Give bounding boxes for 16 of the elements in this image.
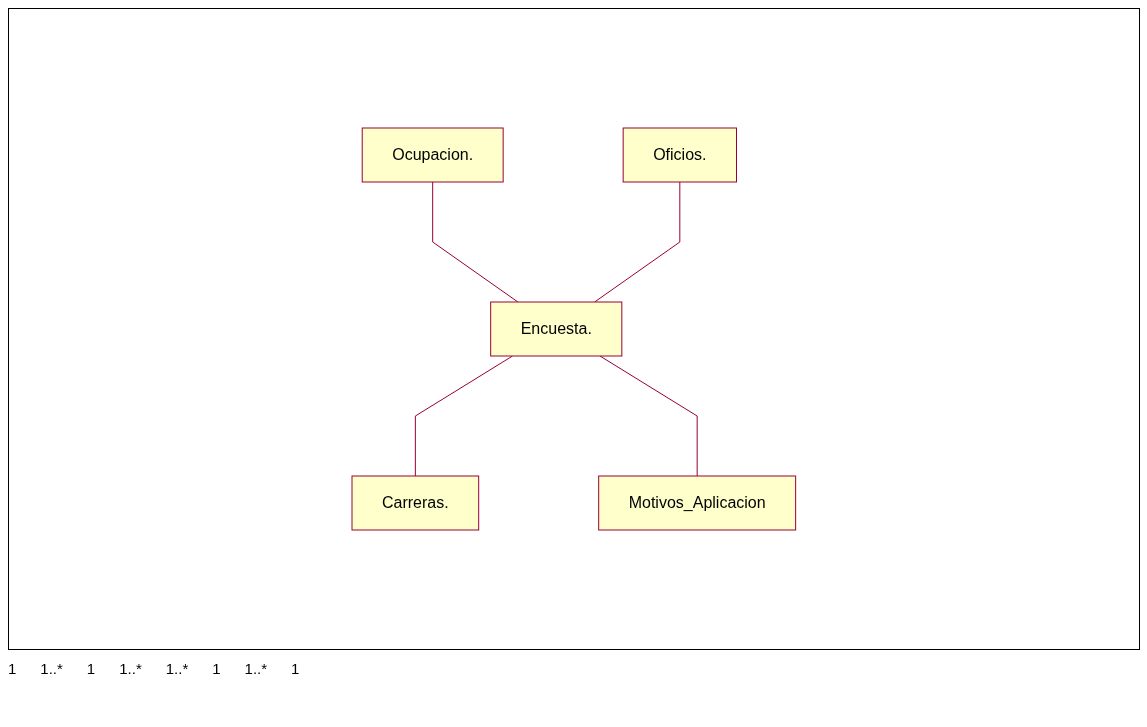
- node-box: Oficios.: [622, 127, 738, 183]
- multiplicity-label: 1..*: [40, 660, 63, 677]
- connector: [599, 355, 698, 477]
- multiplicity-label: 1: [86, 660, 96, 677]
- connector: [432, 181, 519, 303]
- multiplicity-label: 1: [8, 660, 17, 677]
- multiplicity-label: 1..*: [244, 660, 268, 677]
- node-box: Encuesta.: [490, 301, 623, 357]
- multiplicity-label: 1..*: [119, 660, 142, 677]
- connector: [594, 181, 681, 303]
- node-box: Ocupacion.: [361, 127, 504, 183]
- multiplicity-label: 1..*: [165, 660, 189, 677]
- multiplicity-label: 1: [212, 660, 221, 677]
- node-box: Motivos_Aplicacion: [598, 475, 797, 531]
- multiplicity-label: 1: [291, 660, 300, 677]
- node-box: Carreras.: [351, 475, 480, 531]
